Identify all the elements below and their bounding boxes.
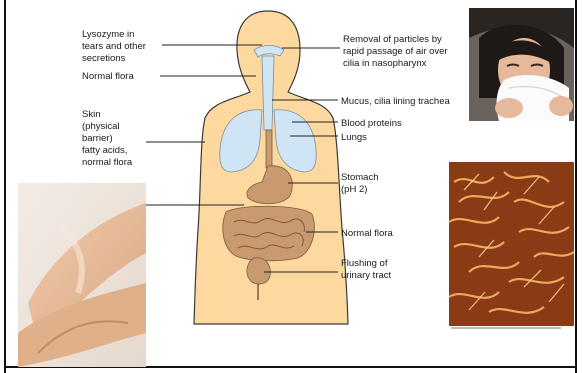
label-skin: Skin (physical barrier) fatty acids, nor… — [82, 109, 133, 168]
label-lungs: Lungs — [341, 132, 367, 143]
label-normal-flora-upper: Normal flora — [82, 71, 134, 82]
intestines — [223, 206, 315, 261]
label-normal-flora-gut: Normal flora — [341, 228, 393, 239]
label-stomach: Stomach (pH 2) — [341, 172, 381, 195]
label-removal-of-particles: Removal of particles by rapid passage of… — [343, 34, 450, 69]
label-blood-proteins: Blood proteins — [341, 118, 402, 129]
trachea — [262, 56, 274, 130]
bladder — [247, 258, 270, 284]
label-mucus-cilia: Mucus, cilia lining trachea — [341, 96, 450, 107]
label-flushing: Flushing of urinary tract — [341, 258, 392, 281]
esophagus — [266, 130, 272, 168]
label-lysozyme: Lysozyme in tears and other secretions — [82, 29, 149, 64]
